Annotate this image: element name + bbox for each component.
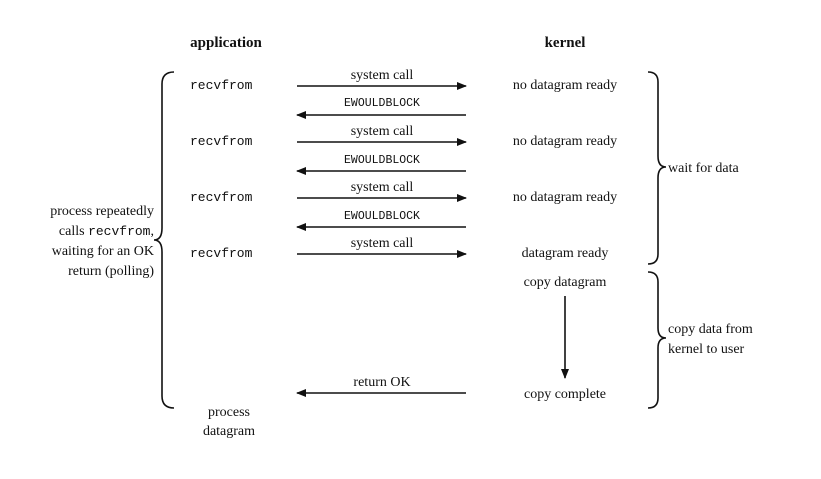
- left-note-recvfrom-code: recvfrom: [88, 224, 151, 239]
- return-ok-label: return OK: [353, 375, 410, 390]
- process-label: process: [208, 405, 250, 420]
- recvfrom-call-2: recvfrom: [190, 134, 253, 149]
- application-header: application: [190, 35, 262, 51]
- kernel-header: kernel: [545, 35, 586, 51]
- left-note-line-2: calls recvfrom,: [59, 224, 154, 239]
- left-note-line-3: waiting for an OK: [52, 244, 154, 259]
- copy-datagram-label: copy datagram: [524, 275, 607, 290]
- left-note-line-2-prefix: calls: [59, 224, 88, 239]
- wait-for-data-brace: [647, 71, 667, 265]
- system-call-label-2: system call: [351, 124, 414, 139]
- copy-data-label-line-1: copy data from: [668, 322, 753, 337]
- kernel-state-2: no datagram ready: [513, 134, 617, 149]
- kernel-state-1: no datagram ready: [513, 78, 617, 93]
- system-call-label-4: system call: [351, 236, 414, 251]
- copy-data-brace: [647, 271, 667, 409]
- ewouldblock-label-2: EWOULDBLOCK: [344, 154, 420, 167]
- recvfrom-call-1: recvfrom: [190, 78, 253, 93]
- copy-data-label-line-2: kernel to user: [668, 342, 745, 357]
- datagram-label: datagram: [203, 424, 255, 439]
- kernel-state-3: no datagram ready: [513, 190, 617, 205]
- kernel-state-4: datagram ready: [522, 246, 609, 261]
- left-note-line-4: return (polling): [68, 264, 154, 279]
- ewouldblock-label-1: EWOULDBLOCK: [344, 97, 420, 110]
- recvfrom-call-4: recvfrom: [190, 246, 253, 261]
- left-note-line-2-suffix: ,: [151, 224, 155, 239]
- copy-complete-label: copy complete: [524, 387, 606, 402]
- ewouldblock-label-3: EWOULDBLOCK: [344, 210, 420, 223]
- system-call-label-3: system call: [351, 180, 414, 195]
- recvfrom-call-3: recvfrom: [190, 190, 253, 205]
- system-call-label-1: system call: [351, 68, 414, 83]
- polling-brace: [153, 71, 175, 409]
- wait-for-data-label: wait for data: [668, 161, 740, 176]
- left-note-line-1: process repeatedly: [50, 204, 154, 219]
